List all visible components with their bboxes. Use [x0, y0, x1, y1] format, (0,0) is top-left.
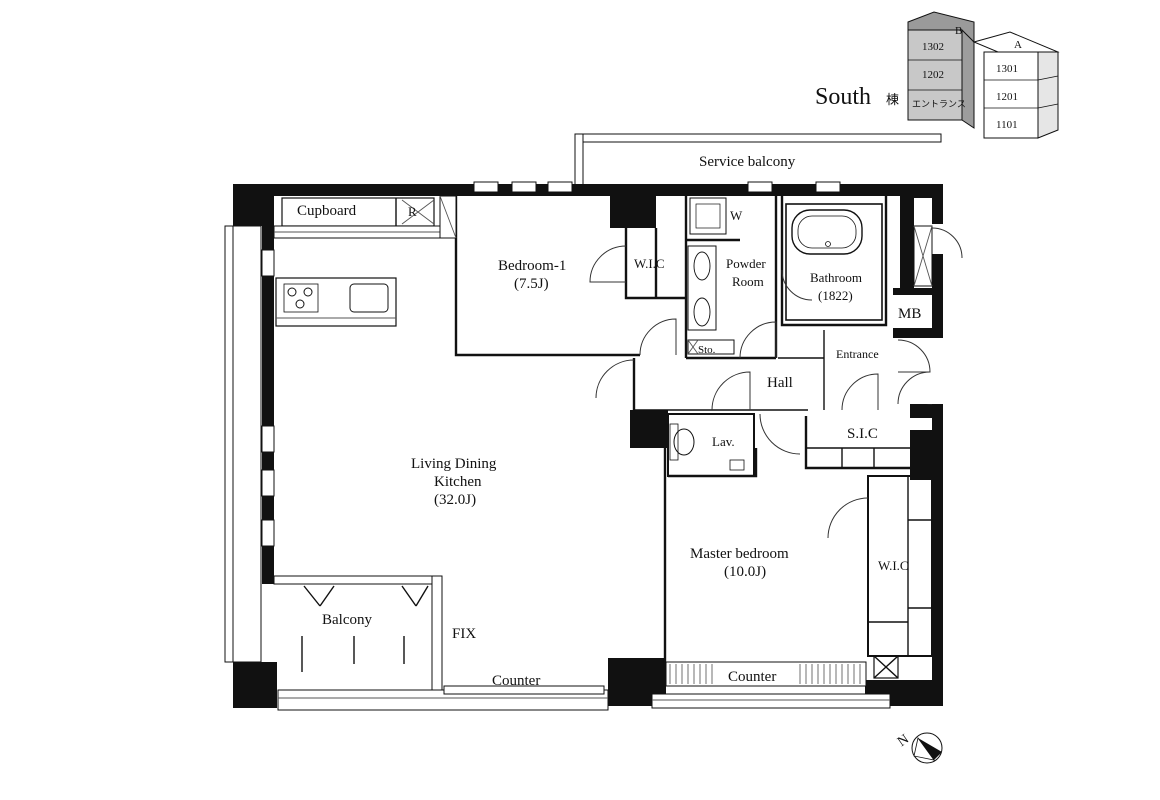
balcony-area: [273, 575, 609, 711]
ldk-label-1: Living Dining: [411, 456, 497, 472]
counter-right-label: Counter: [728, 669, 776, 685]
powder-room-label-1: Powder: [726, 256, 766, 271]
washer-label: W: [730, 208, 743, 223]
lavatory-label: Lav.: [712, 434, 735, 449]
washer-icon: [689, 197, 727, 235]
powder-room-label-2: Room: [732, 274, 764, 289]
storage-box: [687, 339, 735, 355]
toilet-icon: [669, 423, 745, 471]
hall-label: Hall: [767, 375, 793, 391]
master-counter: [651, 661, 891, 709]
ldk-size: (32.0J): [434, 492, 476, 508]
key-unit-1101: 1101: [996, 119, 1018, 131]
key-col-b: B: [955, 25, 962, 37]
bedroom1-size: (7.5J): [514, 276, 549, 292]
wic2-label: W.I.C: [878, 558, 909, 573]
top-windows: [473, 181, 841, 193]
key-unit-1201: 1201: [996, 91, 1018, 103]
kitchen-area: [273, 195, 457, 327]
balcony-label: Balcony: [322, 612, 372, 628]
entrance-label: Entrance: [836, 347, 879, 361]
wic1-label: W.I.C: [634, 256, 665, 271]
key-unit-1302: 1302: [922, 41, 944, 53]
door-box-right: [913, 225, 933, 287]
fix-label: FIX: [452, 626, 476, 642]
compass-label: N: [895, 732, 912, 750]
compass-icon: [911, 732, 943, 764]
exterior-walls: [233, 184, 943, 708]
key-col-a: A: [1014, 39, 1022, 51]
left-windows: [224, 225, 275, 663]
service-balcony-label: Service balcony: [699, 154, 796, 170]
key-unit-1301: 1301: [996, 63, 1018, 75]
key-unit-1202: 1202: [922, 69, 944, 81]
washbasin-icon: [687, 245, 717, 331]
bathtub-icon: [791, 209, 863, 255]
sic-label: S.I.C: [847, 426, 878, 442]
building-label: South: [815, 84, 871, 110]
mb-label: MB: [898, 306, 921, 322]
counter-left-label: Counter: [492, 673, 540, 689]
bathroom-size: (1822): [818, 288, 853, 303]
key-unit-entrance: エントランス: [912, 99, 966, 109]
bathroom-name: Bathroom: [810, 270, 862, 285]
storage-label: Sto.: [698, 344, 716, 356]
cupboard-label: Cupboard: [297, 203, 357, 219]
bedroom1-name: Bedroom-1: [498, 258, 566, 274]
building-label-suffix: 棟: [886, 92, 899, 107]
building-key-map: B A 1302 1202 エントランス 1301 1201 1101: [907, 11, 1060, 139]
ldk-label-2: Kitchen: [434, 474, 482, 490]
master-bedroom-name: Master bedroom: [690, 546, 789, 562]
master-bedroom-size: (10.0J): [724, 564, 766, 580]
refrigerator-label: R: [408, 204, 417, 219]
interior-partitions: [454, 196, 933, 679]
